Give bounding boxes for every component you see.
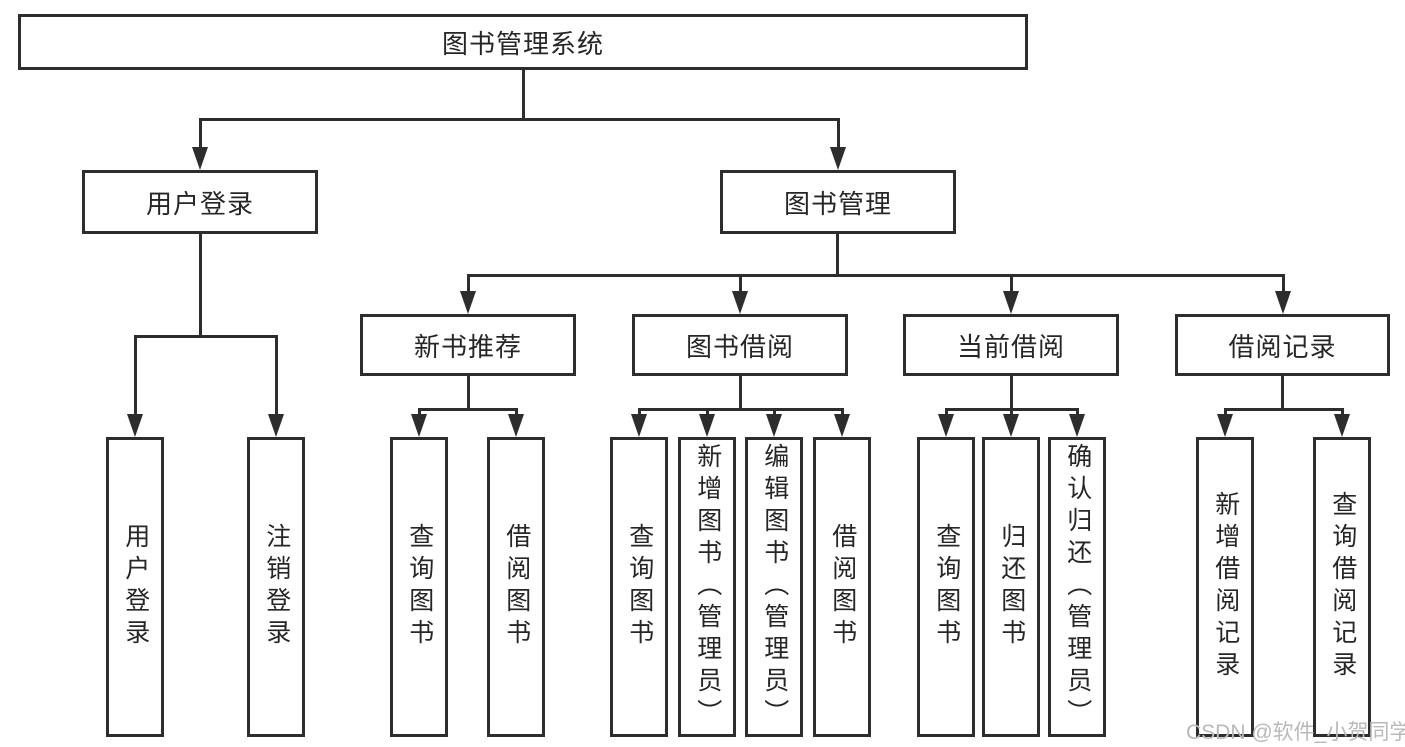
connector-line: [199, 118, 202, 150]
connector-line: [1010, 274, 1013, 294]
connector-line: [739, 274, 742, 294]
connector-line: [638, 408, 844, 411]
arrow-down-icon: [1069, 414, 1085, 437]
connector-line: [467, 274, 470, 294]
connector-line: [134, 335, 137, 417]
connector-line: [1224, 408, 1344, 411]
connector-line: [1010, 408, 1013, 417]
arrow-down-icon: [766, 414, 782, 437]
connector-line: [638, 408, 641, 417]
connector-line: [1010, 376, 1013, 411]
arrow-down-icon: [938, 414, 954, 437]
watermark: CSDN @软件_小贺同学: [1186, 721, 1405, 744]
connector-line: [1341, 408, 1344, 417]
connector-line: [515, 408, 518, 417]
arrow-down-icon: [1217, 414, 1233, 437]
node-book-borrowing: 图书借阅: [632, 314, 848, 376]
arrow-down-icon: [834, 414, 850, 437]
connector-line: [836, 234, 839, 277]
leaf-edit-books-admin: 编辑图书（管理员）: [745, 437, 803, 737]
node-root-system: 图书管理系统: [18, 14, 1028, 70]
leaf-confirm-return-admin: 确认归还（管理员）: [1048, 437, 1106, 737]
connector-line: [1282, 274, 1285, 294]
arrow-down-icon: [830, 147, 846, 170]
connector-line: [418, 408, 518, 411]
leaf-borrow-books-2: 借阅图书: [813, 437, 871, 737]
arrow-down-icon: [1275, 291, 1291, 314]
node-new-book-recommend: 新书推荐: [360, 314, 576, 376]
leaf-query-books-1: 查询图书: [390, 437, 448, 737]
leaf-logout: 注销登录: [247, 437, 305, 737]
node-current-borrowing: 当前借阅: [903, 314, 1119, 376]
arrow-down-icon: [699, 414, 715, 437]
arrow-down-icon: [1003, 414, 1019, 437]
node-book-management-branch: 图书管理: [720, 170, 956, 234]
connector-line: [945, 408, 948, 417]
connector-line: [275, 335, 278, 417]
connector-line: [467, 376, 470, 411]
leaf-add-books-admin: 新增图书（管理员）: [678, 437, 736, 737]
leaf-query-borrow-record: 查询借阅记录: [1313, 437, 1371, 737]
connector-line: [841, 408, 844, 417]
arrow-down-icon: [1334, 414, 1350, 437]
arrow-down-icon: [127, 414, 143, 437]
leaf-user-login: 用户登录: [106, 437, 164, 737]
arrow-down-icon: [508, 414, 524, 437]
arrow-down-icon: [460, 291, 476, 314]
connector-line: [467, 274, 1285, 277]
leaf-add-borrow-record: 新增借阅记录: [1196, 437, 1254, 737]
arrow-down-icon: [411, 414, 427, 437]
leaf-query-books-3: 查询图书: [917, 437, 975, 737]
connector-line: [706, 408, 709, 417]
node-user-login-branch: 用户登录: [82, 170, 318, 234]
connector-line: [739, 376, 742, 411]
connector-line: [1224, 408, 1227, 417]
arrow-down-icon: [1003, 291, 1019, 314]
leaf-return-books: 归还图书: [982, 437, 1040, 737]
arrow-down-icon: [192, 147, 208, 170]
connector-line: [134, 335, 278, 338]
arrow-down-icon: [732, 291, 748, 314]
arrow-down-icon: [631, 414, 647, 437]
connector-line: [1076, 408, 1079, 417]
leaf-borrow-books-1: 借阅图书: [487, 437, 545, 737]
leaf-query-books-2: 查询图书: [610, 437, 668, 737]
connector-line: [522, 70, 525, 121]
connector-line: [837, 118, 840, 150]
node-borrowing-records: 借阅记录: [1175, 314, 1390, 376]
connector-line: [199, 234, 202, 338]
connector-line: [773, 408, 776, 417]
connector-line: [199, 118, 840, 121]
connector-line: [1281, 376, 1284, 411]
connector-line: [418, 408, 421, 417]
arrow-down-icon: [268, 414, 284, 437]
